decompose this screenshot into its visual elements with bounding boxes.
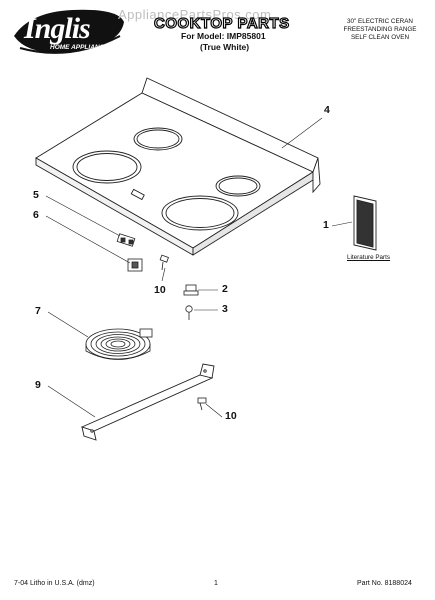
- burner-front-right: [161, 195, 239, 231]
- leader-lines: [45, 117, 353, 418]
- callout-10-bottom: 10: [225, 410, 237, 422]
- callout-2: 2: [222, 283, 228, 295]
- burner-back-left: [133, 127, 183, 151]
- page-number: 1: [214, 580, 218, 587]
- callout-6: 6: [33, 209, 39, 221]
- callout-1: 1: [323, 219, 329, 231]
- model-number: For Model: IMP85801: [181, 31, 266, 41]
- literature-parts: [353, 195, 377, 251]
- description-line-3: SELF CLEAN OVEN: [350, 34, 410, 41]
- logo-swoosh-icon: [14, 9, 124, 54]
- literature-parts-label: Literature Parts: [347, 254, 391, 261]
- callout-10-top: 10: [154, 284, 166, 296]
- support-bracket: [80, 363, 215, 441]
- cooktop-end-cap: [312, 157, 321, 194]
- screw-3: [185, 305, 193, 320]
- indicator-light: [127, 258, 143, 272]
- callout-9: 9: [35, 379, 41, 391]
- screw-10-bottom: [197, 397, 207, 411]
- brand-name: Inglis: [24, 12, 91, 45]
- footer-printing-note: 7-04 Litho in U.S.A. (dmz): [14, 580, 95, 587]
- callout-7: 7: [35, 305, 41, 317]
- part-number: Part No. 8188024: [357, 580, 412, 587]
- burner-back-right: [215, 175, 261, 197]
- brand-tagline: HOME APPLIANCES: [50, 44, 113, 51]
- watermark: AppliancePartsPros.com: [118, 7, 272, 22]
- callout-3: 3: [222, 303, 228, 315]
- radiant-element: [85, 328, 153, 360]
- description-line-1: 30" ELECTRIC CERAN: [347, 18, 413, 25]
- burner-front-left: [72, 150, 142, 184]
- callout-5: 5: [33, 189, 39, 201]
- hot-surface-indicator: [130, 188, 145, 201]
- screw-10-top: [159, 254, 169, 271]
- clip-2: [183, 284, 199, 296]
- callout-4: 4: [324, 104, 330, 116]
- cooktop-assembly: [35, 77, 321, 256]
- page-title: COOKTOP PARTS: [153, 14, 290, 32]
- switch-bracket: [116, 233, 136, 247]
- product-description: 30" ELECTRIC CERAN FREESTANDING RANGE SE…: [330, 18, 430, 42]
- brand-logo: Inglis HOME APPLIANCES: [10, 6, 128, 58]
- description-line-2: FREESTANDING RANGE: [343, 26, 417, 33]
- color-variant: (True White): [200, 42, 250, 52]
